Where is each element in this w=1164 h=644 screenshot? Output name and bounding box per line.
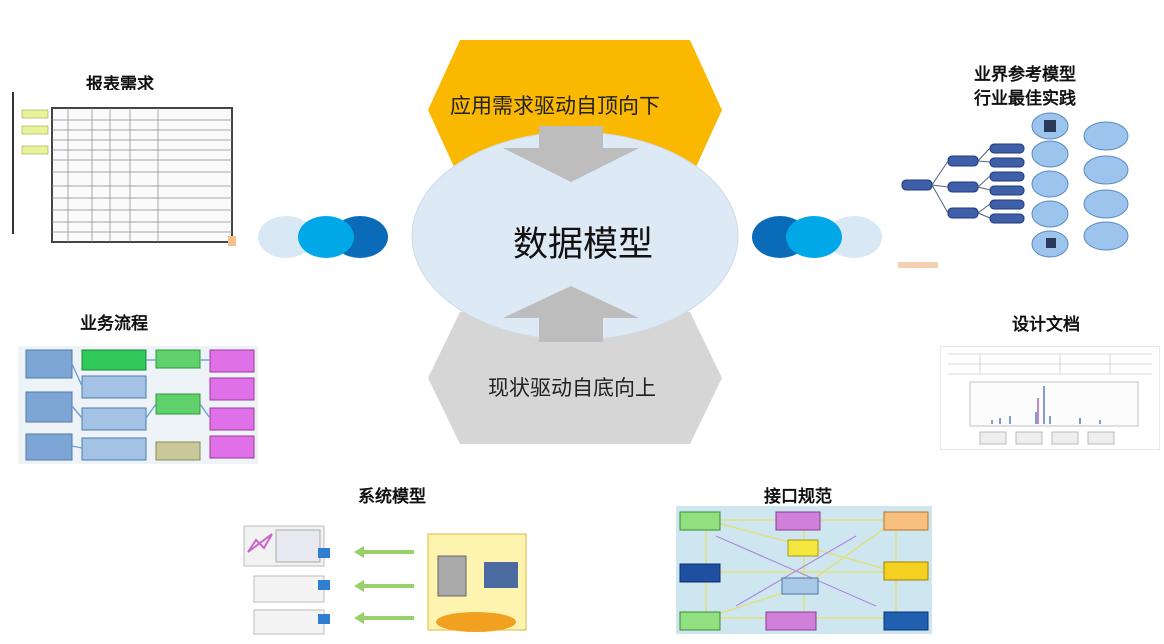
bottom-up-label: 现状驱动自底向上 xyxy=(488,376,656,400)
top-down-label: 应用需求驱动自顶向下 xyxy=(450,94,660,118)
up-arrow xyxy=(503,286,639,342)
interface-spec-label: 接口规范 xyxy=(764,487,832,507)
bottom-up-hexagon xyxy=(428,312,722,444)
design-doc-label: 设计文档 xyxy=(1012,315,1080,335)
design-doc-thumbnail xyxy=(940,346,1160,450)
right-connector-circles xyxy=(752,216,882,258)
data-model-title: 数据模型 xyxy=(513,225,654,265)
business-flow-thumbnail xyxy=(18,346,258,464)
business-flow-label: 业务流程 xyxy=(80,314,148,334)
system-model-label: 系统模型 xyxy=(358,487,426,507)
industry-reference-thumbnail xyxy=(898,112,1138,268)
report-form-thumbnail xyxy=(8,90,240,252)
system-model-thumbnail xyxy=(240,522,532,638)
industry-ref-label-1: 业界参考模型 xyxy=(974,65,1076,85)
industry-ref-label-2: 行业最佳实践 xyxy=(974,89,1076,109)
left-connector-circles xyxy=(258,216,388,258)
interface-spec-thumbnail xyxy=(676,506,932,634)
down-arrow xyxy=(503,126,639,182)
